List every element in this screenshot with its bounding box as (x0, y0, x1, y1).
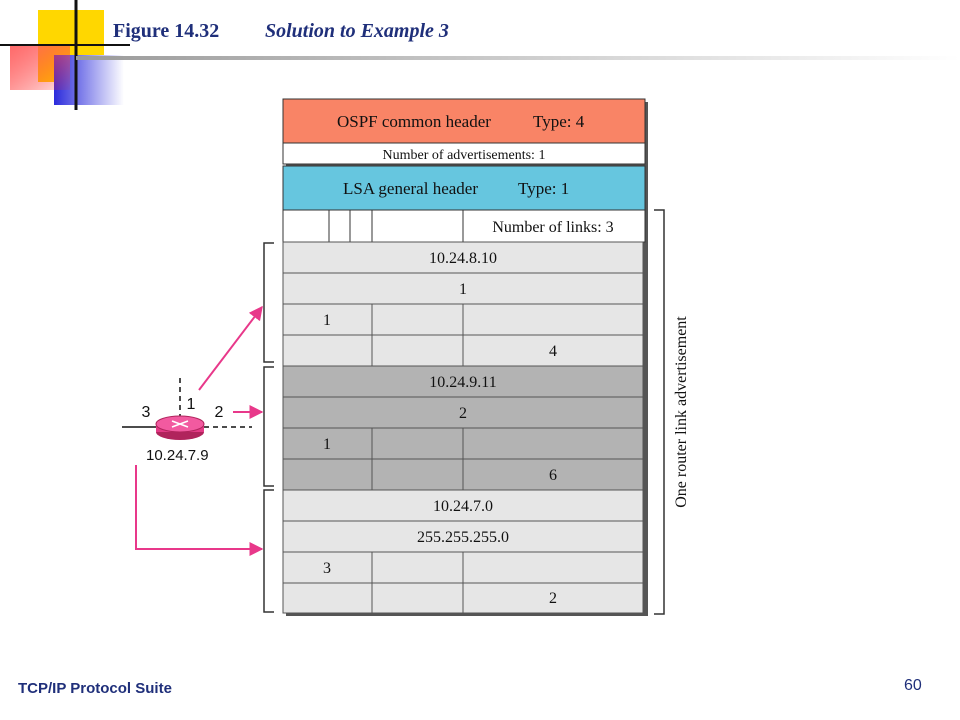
router-port-label: 3 (142, 404, 151, 421)
link-metric: 6 (549, 467, 557, 484)
link-id-row (282, 241, 644, 274)
link-id-row (282, 489, 644, 522)
arrow-to-link-3 (135, 465, 264, 556)
link-type: 1 (323, 312, 331, 329)
link-data: 2 (459, 405, 467, 422)
link-id-row (282, 365, 644, 398)
footer-book-title: TCP/IP Protocol Suite (18, 680, 172, 697)
lsa-type-label: Type: 1 (518, 179, 569, 198)
router-port-label: 2 (215, 404, 224, 421)
link-data-row (282, 272, 644, 305)
num-ads-box (282, 142, 646, 165)
router-ad-bracket (654, 209, 665, 615)
footer-page-number: 60 (904, 677, 922, 694)
link-3: 10.24.7.0 255.255.255.0 3 2 (282, 489, 644, 614)
link-1: 10.24.8.10 1 1 4 (282, 241, 644, 367)
arrow-to-link-1 (198, 305, 263, 391)
router-address: 10.24.7.9 (146, 447, 209, 464)
link-1-bracket (263, 242, 274, 363)
link-2-bracket (263, 366, 274, 487)
link-metric: 4 (549, 343, 557, 360)
link-data: 1 (459, 281, 467, 298)
link-metric: 2 (549, 590, 557, 607)
ospf-type-label: Type: 4 (533, 112, 585, 131)
flags-row (282, 209, 646, 243)
link-data-row (282, 520, 644, 553)
link-type: 3 (323, 560, 331, 577)
title-decoration (0, 0, 960, 110)
router-figure: 3 1 2 10.24.7.9 (122, 378, 252, 464)
link-2: 10.24.9.11 2 1 6 (282, 365, 644, 491)
link-data: 255.255.255.0 (417, 529, 509, 546)
router-ad-label: One router link advertisement (673, 316, 690, 508)
lsa-header-box (282, 165, 646, 211)
link-type: 1 (323, 436, 331, 453)
link-id: 10.24.7.0 (433, 498, 493, 515)
router-port-label: 1 (187, 396, 196, 413)
figure-number: Figure 14.32 (113, 20, 219, 42)
num-ads-label: Number of advertisements: 1 (383, 148, 546, 163)
figure-caption: Solution to Example 3 (265, 20, 449, 42)
ospf-header-label: OSPF common header (337, 112, 491, 131)
link-id: 10.24.8.10 (429, 250, 497, 267)
link-3-bracket (263, 489, 274, 613)
num-links-label: Number of links: 3 (492, 219, 613, 236)
link-id: 10.24.9.11 (429, 374, 496, 391)
ospf-header-box (282, 98, 646, 144)
lsa-header-label: LSA general header (343, 179, 478, 198)
link-data-row (282, 396, 644, 429)
